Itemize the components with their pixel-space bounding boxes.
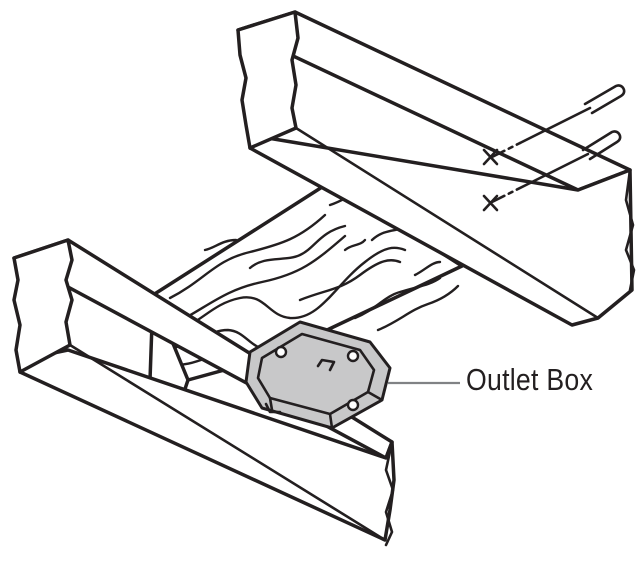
mount-hole-icon [274,345,288,359]
nail-upper [482,84,626,166]
knockout-slot-icon [316,358,336,372]
knockout-slot-icon [264,402,282,414]
outlet-box [244,320,392,430]
front-joist-far-end [384,440,395,547]
outlet-box-label: Outlet Box [466,362,594,397]
mount-hole-icon [346,398,360,412]
nails [482,84,626,212]
outlet-box-edges [268,390,384,430]
mount-hole-icon [346,349,360,363]
back-joist-edge [294,126,600,320]
front-joist-edge [68,343,387,542]
back-joist-end [236,10,300,150]
nail-lower [482,130,622,212]
front-joist-side [18,348,396,542]
back-joist-side [248,133,634,327]
back-joist [236,10,636,327]
back-joist-far-end [624,168,636,292]
